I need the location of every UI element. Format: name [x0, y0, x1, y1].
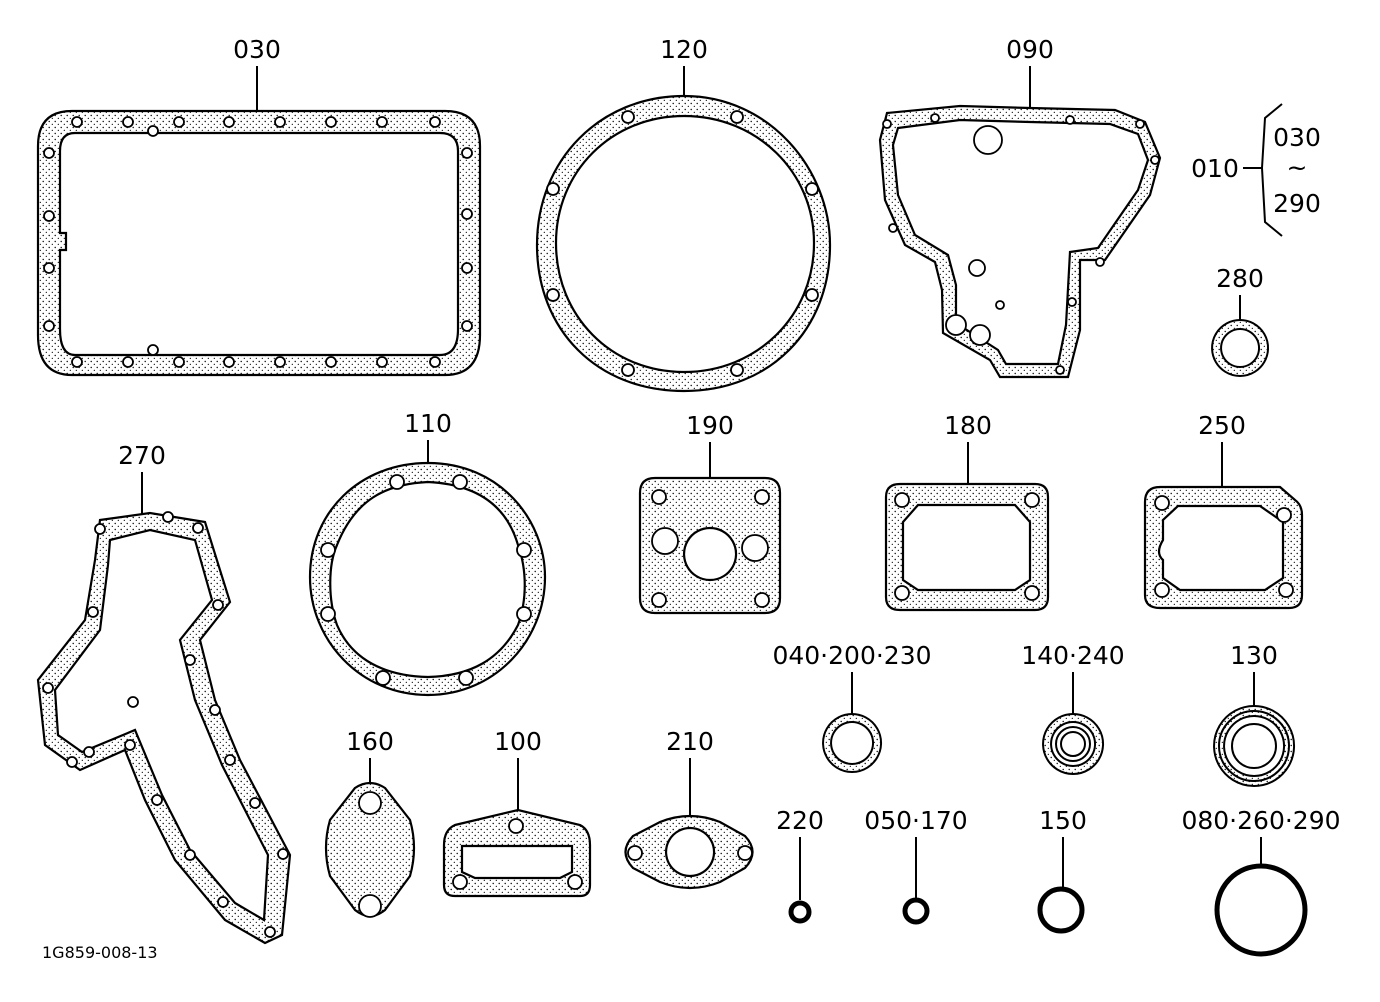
part-030-oil-pan-gasket: 030 [36, 35, 482, 377]
label-080-260-290: 080·260·290 [1181, 806, 1340, 835]
oil-pan-bolt-holes [43, 116, 473, 368]
part-050-170-o-ring: 050·170 [864, 806, 968, 925]
flange-gasket-hole-top [358, 791, 382, 815]
label-180: 180 [944, 411, 992, 440]
label-040-200-230: 040·200·230 [772, 641, 931, 670]
label-140-240: 140·240 [1021, 641, 1124, 670]
flange-gasket-210-body [624, 814, 754, 890]
flange-gasket-210-hole-right [737, 845, 753, 861]
label-010: 010 [1191, 154, 1239, 183]
water-pump-bolt-holes [42, 511, 289, 938]
label-220: 220 [776, 806, 824, 835]
label-130: 130 [1230, 641, 1278, 670]
plate-gasket-holes [651, 489, 770, 608]
seal-140-outer [1042, 713, 1104, 775]
plate-gasket-body [638, 476, 782, 615]
label-190: 190 [686, 411, 734, 440]
oil-pan-gasket-body [36, 109, 482, 377]
part-130-oil-seal: 130 [1213, 641, 1296, 787]
o-ring-080 [1214, 863, 1308, 957]
seal-130-bore [1231, 723, 1277, 769]
cover-gasket-100-body [442, 808, 592, 898]
label-110: 110 [404, 409, 452, 438]
gear-case-gasket-body [878, 104, 1162, 379]
drawing-number: 1G859-008-13 [42, 943, 158, 962]
ring-040 [822, 713, 883, 773]
o-ring-220 [788, 900, 812, 924]
label-010-range-end: 290 [1273, 189, 1321, 218]
o-ring-150 [1037, 886, 1085, 934]
part-120-housing-gasket: 120 [535, 35, 832, 393]
bracket-010 [1260, 103, 1283, 237]
label-210: 210 [666, 727, 714, 756]
cover-gasket-100-hole-top [508, 818, 524, 834]
label-010-range-start: 030 [1273, 123, 1321, 152]
cover-gasket-100-hole-right [567, 874, 583, 890]
flange-gasket-210-hole-left [627, 845, 643, 861]
label-150: 150 [1039, 806, 1087, 835]
label-280: 280 [1216, 264, 1264, 293]
frame-gasket-holes [894, 492, 1040, 601]
part-250-frame-gasket: 250 [1143, 411, 1304, 610]
seal-130-outer [1213, 705, 1296, 787]
gear-case-holes [882, 113, 1160, 375]
label-010-range-tilde: ~ [1287, 153, 1308, 182]
part-180-frame-gasket: 180 [884, 411, 1050, 612]
part-040-200-230-ring: 040·200·230 [772, 641, 932, 773]
part-190-plate-gasket: 190 [638, 411, 782, 615]
part-140-240-oil-seal: 140·240 [1021, 641, 1125, 775]
seal-140-bore [1060, 731, 1086, 757]
flange-gasket-hole-bottom [358, 894, 382, 918]
part-160-flange-gasket: 160 [324, 727, 416, 918]
frame-gasket-250-holes [1154, 495, 1294, 598]
o-ring-050 [902, 897, 930, 925]
part-080-260-290-o-ring: 080·260·290 [1181, 806, 1341, 957]
cover-gasket-holes [320, 474, 532, 686]
label-090: 090 [1006, 35, 1054, 64]
part-150-o-ring: 150 [1037, 806, 1087, 934]
label-100: 100 [494, 727, 542, 756]
frame-gasket-body [884, 482, 1050, 612]
housing-bolt-holes [546, 110, 819, 377]
label-120: 120 [660, 35, 708, 64]
label-250: 250 [1198, 411, 1246, 440]
part-100-cover-gasket: 100 [442, 727, 592, 898]
water-pump-gasket-body [36, 511, 292, 945]
label-050-170: 050·170 [864, 806, 967, 835]
part-280-seal-ring: 280 [1211, 264, 1270, 377]
part-210-flange-gasket: 210 [624, 727, 754, 890]
flange-gasket-body [324, 781, 416, 918]
part-110-cover-gasket: 110 [308, 409, 547, 697]
part-010-gasket-kit-callout: 010 030 ~ 290 [1191, 103, 1321, 237]
housing-gasket-body [535, 94, 832, 393]
seal-130-groove [1218, 710, 1290, 782]
part-090-gear-case-gasket: 090 [878, 35, 1162, 379]
label-030: 030 [233, 35, 281, 64]
cover-gasket-body [308, 461, 547, 697]
cover-gasket-100-hole-left [452, 874, 468, 890]
label-160: 160 [346, 727, 394, 756]
label-270: 270 [118, 441, 166, 470]
seal-ring-280 [1211, 319, 1270, 377]
part-220-o-ring: 220 [776, 806, 824, 924]
part-270-water-pump-gasket: 270 [36, 441, 292, 945]
seal-140-lip [1055, 726, 1091, 762]
